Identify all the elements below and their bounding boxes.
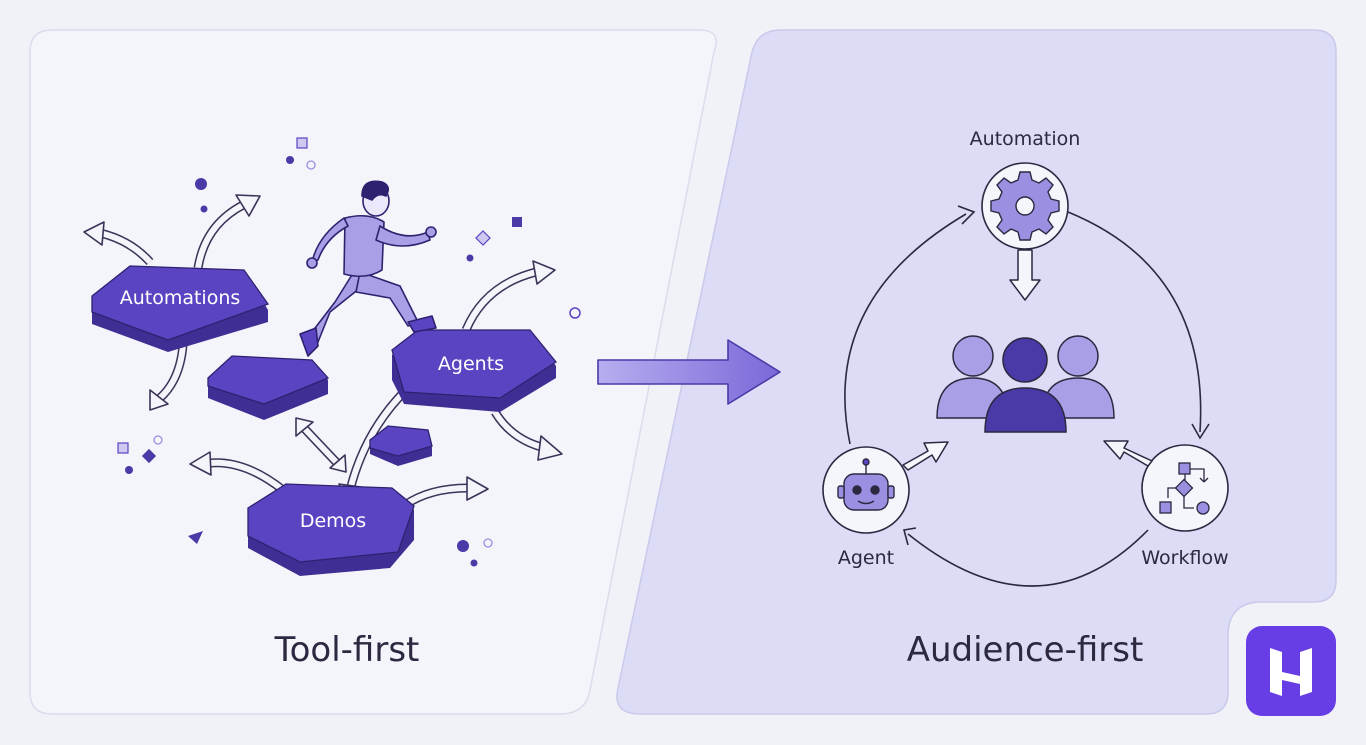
left-panel bbox=[29, 29, 717, 715]
robot-icon bbox=[837, 458, 895, 511]
tile-blank-1 bbox=[207, 355, 330, 420]
cycle-connectors bbox=[844, 205, 1210, 587]
node-label-workflow: Workflow bbox=[1141, 547, 1229, 569]
tile-demos bbox=[247, 483, 415, 576]
tile-blank-2 bbox=[369, 425, 433, 466]
audience-icon bbox=[936, 335, 1115, 433]
brand-logo bbox=[1246, 626, 1336, 716]
node-automation-circle bbox=[981, 162, 1069, 250]
node-agent-circle bbox=[822, 446, 910, 534]
tile-label-agents: Agents bbox=[437, 353, 505, 375]
tile-label-demos: Demos bbox=[299, 510, 367, 532]
node-workflow-circle bbox=[1141, 444, 1229, 532]
right-panel-title: Audience-first bbox=[906, 630, 1144, 670]
gear-icon bbox=[990, 171, 1060, 241]
tile-agents bbox=[391, 329, 557, 412]
node-label-agent: Agent bbox=[837, 547, 895, 569]
scatter-arrows bbox=[83, 194, 563, 509]
running-person-figure bbox=[299, 180, 437, 357]
tile-automations bbox=[91, 265, 270, 352]
node-label-automation: Automation bbox=[969, 128, 1081, 150]
inward-arrows bbox=[902, 249, 1153, 471]
workflow-icon bbox=[1159, 462, 1210, 515]
transition-arrow bbox=[597, 339, 781, 405]
left-panel-title: Tool-first bbox=[274, 630, 420, 670]
tile-label-automations: Automations bbox=[119, 287, 241, 309]
decorative-dots bbox=[117, 137, 581, 567]
